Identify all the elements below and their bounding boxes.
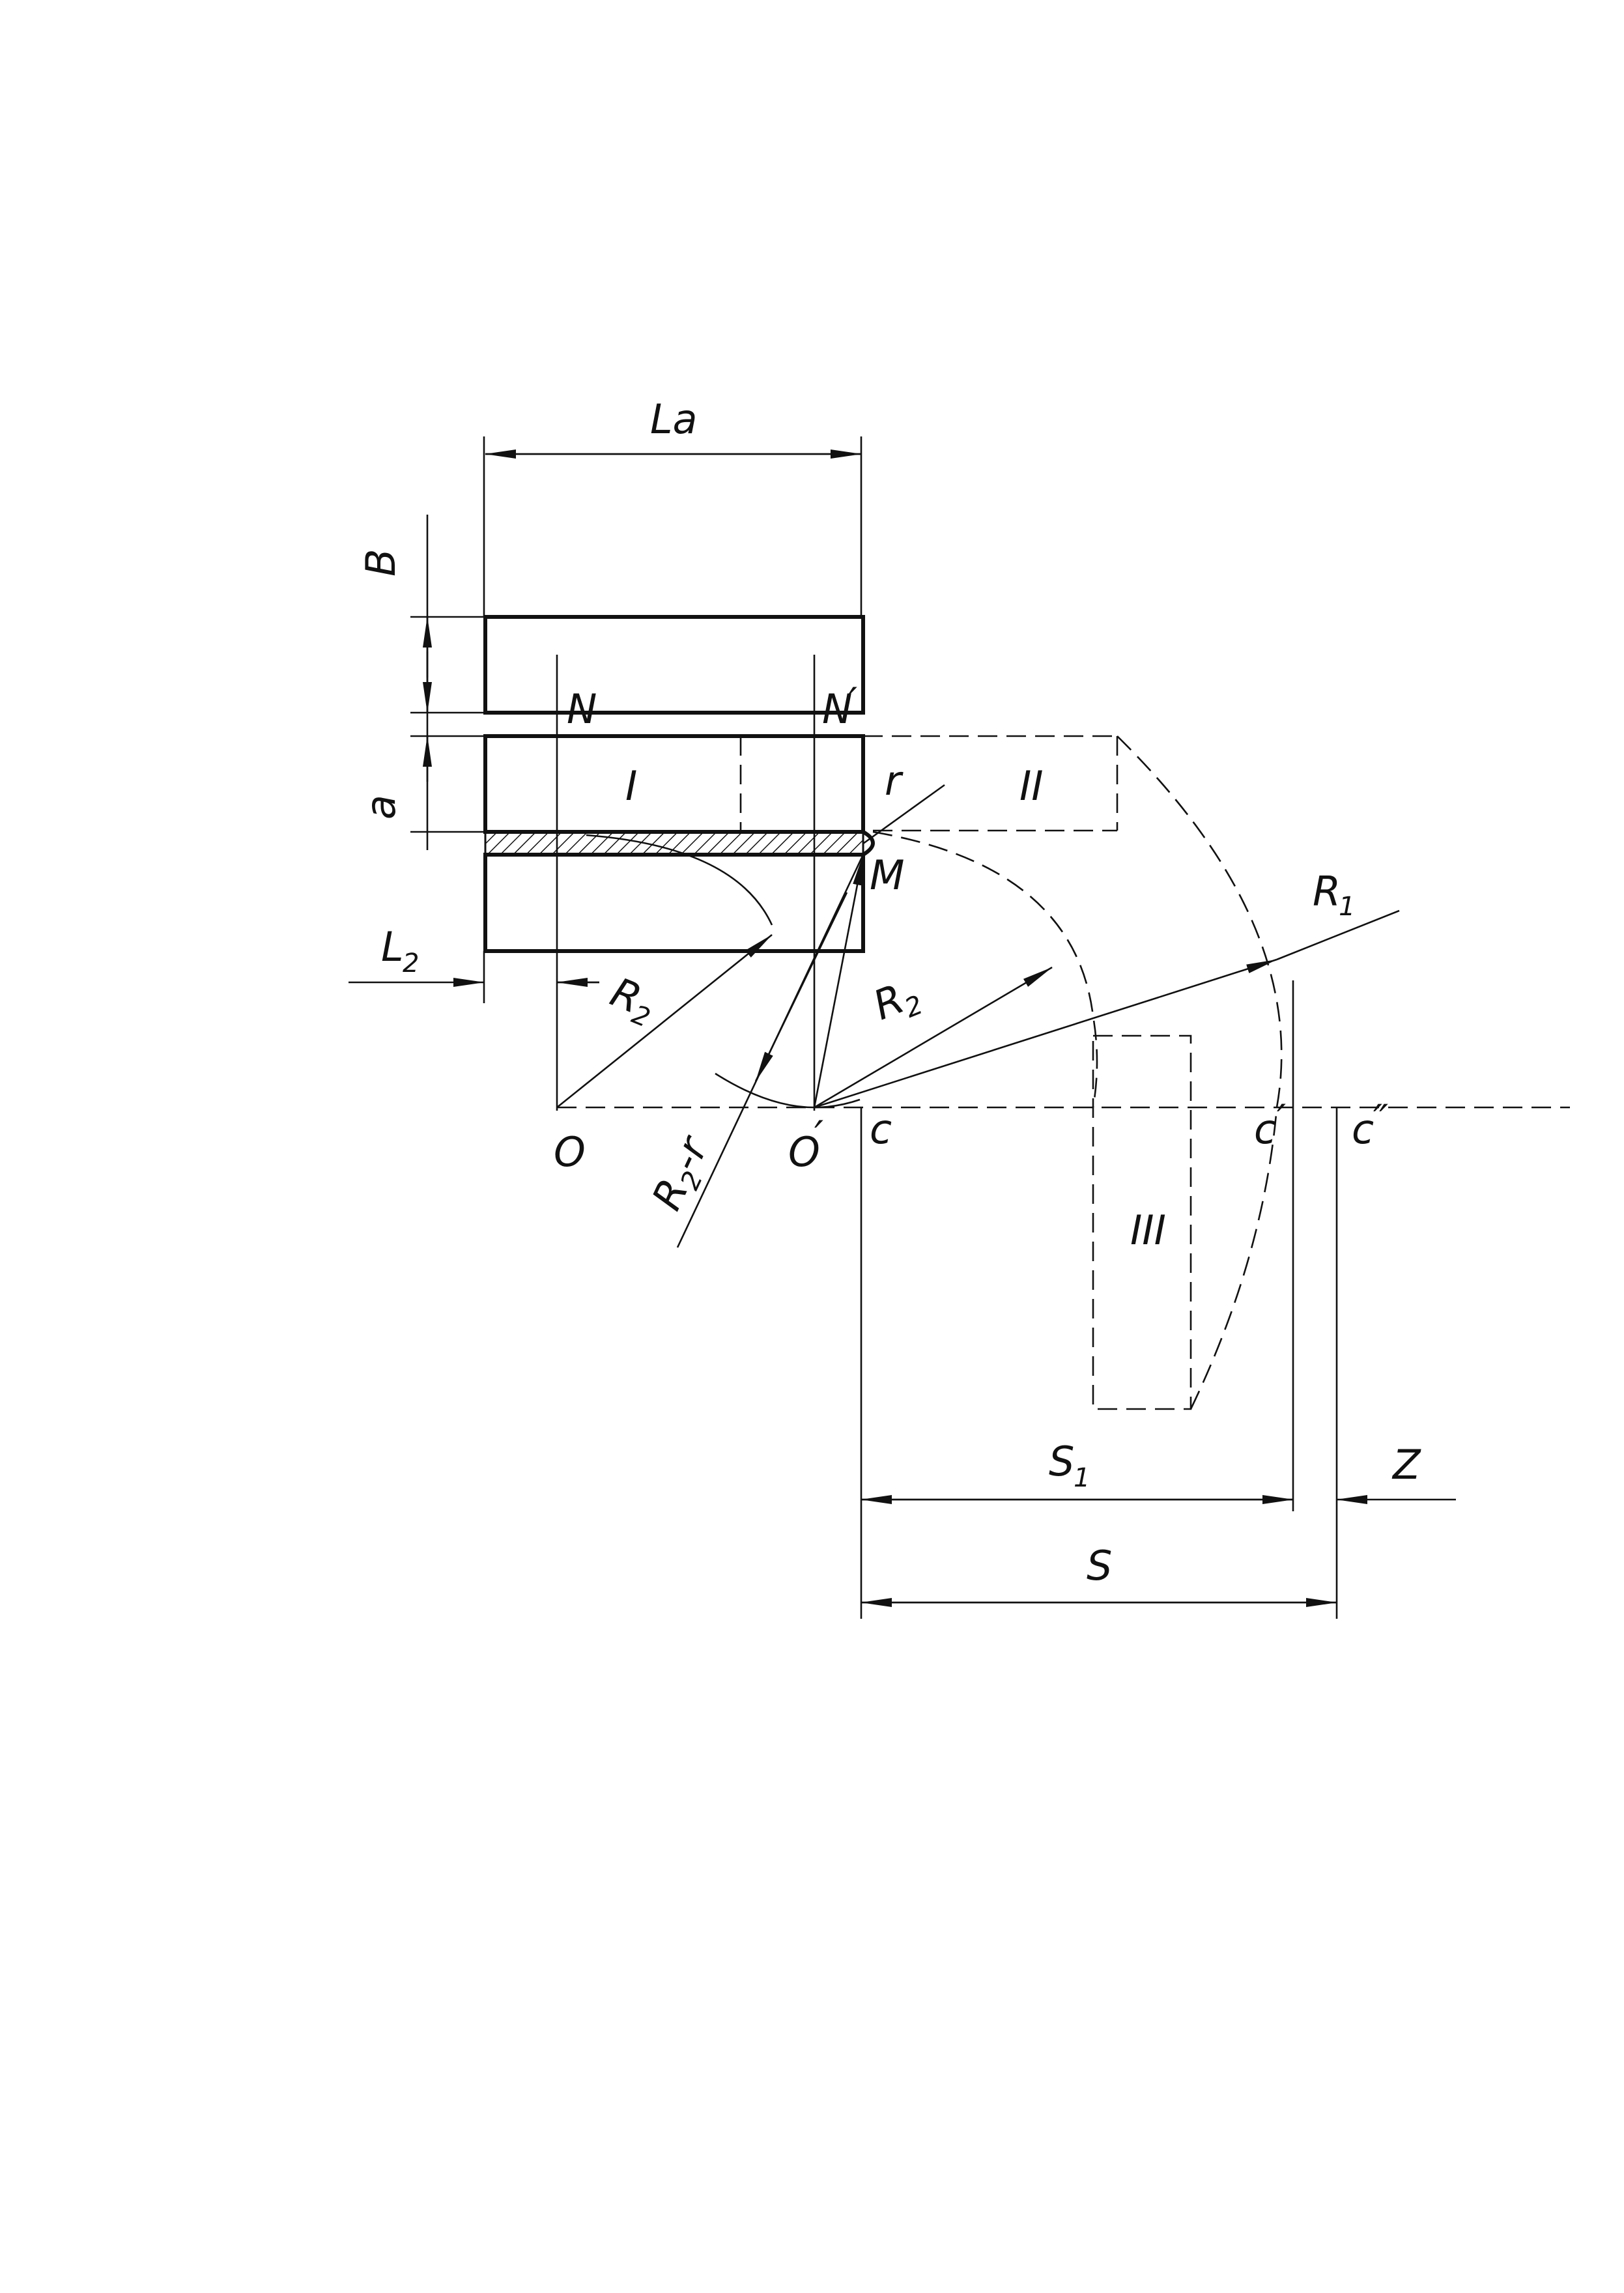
label-r2r-rest: -r <box>661 1128 718 1178</box>
label-n-right: N <box>822 685 852 733</box>
radius-to-m <box>813 854 864 1108</box>
top-plate <box>483 615 865 715</box>
label-b: B <box>357 548 405 577</box>
label-c-dprime: c <box>1352 1105 1374 1153</box>
label-region-ii: II <box>1019 762 1044 810</box>
label-region-iii: III <box>1130 1206 1166 1254</box>
label-s: S <box>1087 1542 1112 1589</box>
label-s1-sub: 1 <box>1074 1463 1090 1493</box>
radius-r2-minus-r-arrow <box>754 892 848 1082</box>
radius-r1 <box>814 958 1277 1109</box>
label-l2: L <box>381 923 404 971</box>
label-o: O <box>554 1128 586 1176</box>
arc-r1 <box>1117 735 1283 1410</box>
label-s1: S <box>1049 1438 1074 1485</box>
r-leader <box>862 784 945 845</box>
label-a: a <box>357 795 405 819</box>
label-o-prime-mark: ′ <box>814 1112 823 1160</box>
label-m: M <box>870 851 905 899</box>
arc-r2-left <box>586 834 773 926</box>
radius-r2-left <box>556 933 773 1109</box>
strip-tip <box>862 830 875 857</box>
label-z: Z <box>1391 1441 1421 1488</box>
label-c: c <box>870 1105 892 1153</box>
middle-plate <box>483 734 865 834</box>
region-iii-box <box>1092 1034 1192 1410</box>
bottom-plate <box>483 853 865 953</box>
radius-r2-right <box>814 966 1053 1109</box>
label-r: r <box>885 757 904 805</box>
label-o-prime: O <box>788 1128 820 1176</box>
label-l2-sub: 2 <box>403 948 419 978</box>
arc-r2 <box>872 831 1098 1108</box>
label-c-prime-mark: ′ <box>1277 1096 1286 1143</box>
label-n-right-prime: ′ <box>848 679 857 726</box>
arc-r2-minus-r <box>715 1072 861 1109</box>
radius-r1-extension <box>1276 909 1400 961</box>
label-c-dprime-mark: ″ <box>1373 1096 1388 1143</box>
label-r1-sub: 1 <box>1339 892 1355 922</box>
label-region-i: I <box>625 762 637 810</box>
label-c-prime: c <box>1254 1105 1276 1153</box>
label-n-left: N <box>567 685 597 733</box>
label-la: La <box>650 395 698 443</box>
label-r1: R <box>1313 868 1341 915</box>
